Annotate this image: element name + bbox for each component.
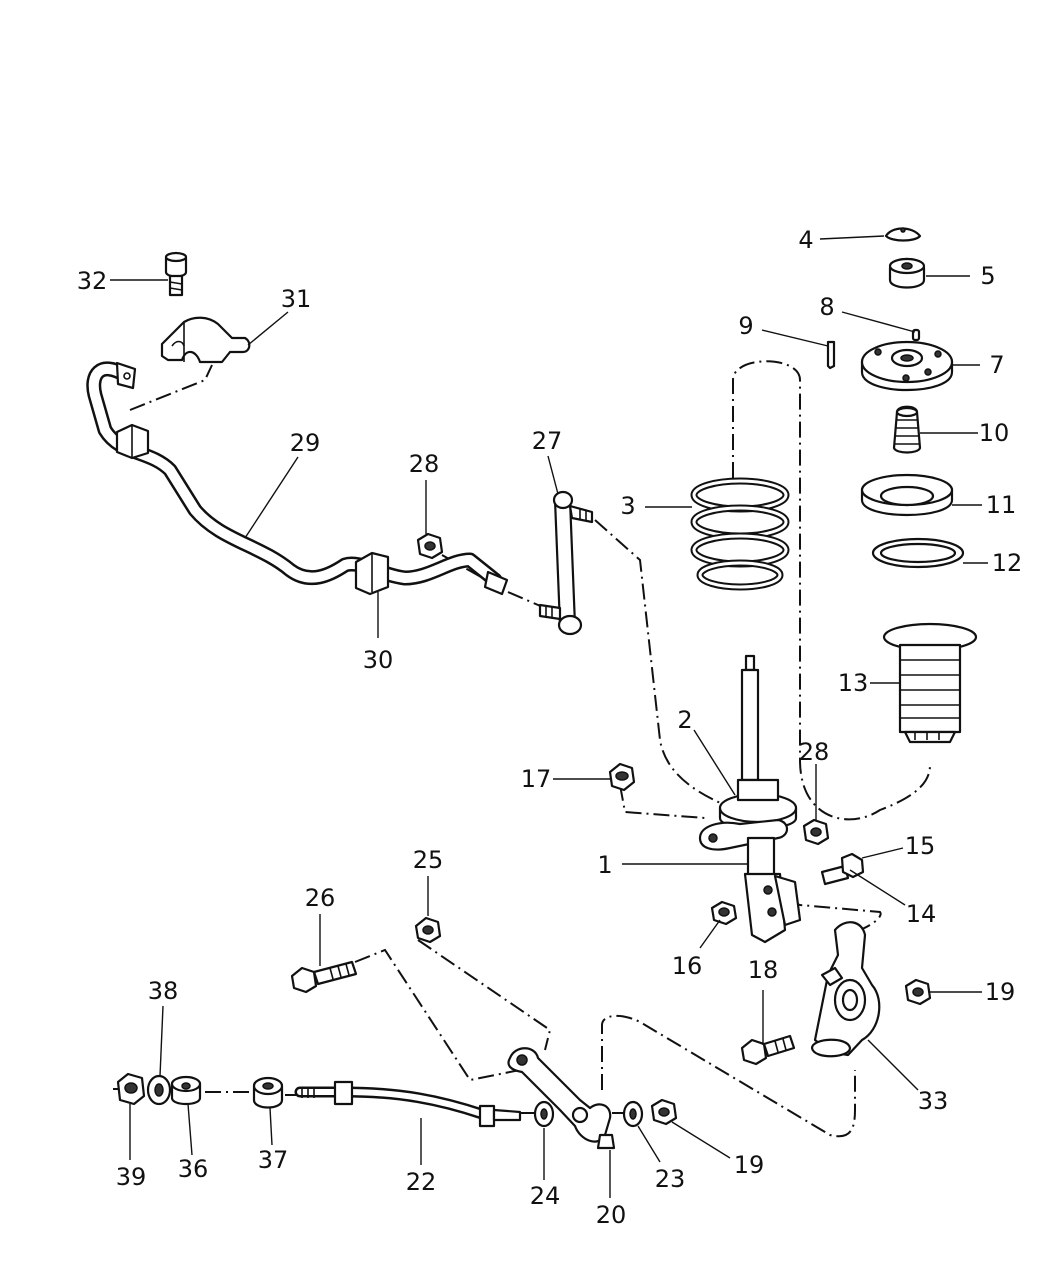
callout-8: 8 — [819, 293, 835, 321]
bushing-37 — [252, 1076, 284, 1109]
bolt-15 — [820, 852, 865, 886]
callout-28-strut: 28 — [798, 738, 830, 766]
callout-20: 20 — [595, 1201, 627, 1229]
callout-16: 16 — [671, 952, 703, 980]
callout-38: 38 — [147, 977, 179, 1005]
washer-24 — [533, 1100, 555, 1128]
callout-13: 13 — [837, 669, 869, 697]
callout-10: 10 — [978, 419, 1010, 447]
dust-boot-13 — [882, 622, 978, 744]
callout-24: 24 — [529, 1182, 561, 1210]
nut-28-left — [416, 532, 444, 560]
callout-23: 23 — [654, 1165, 686, 1193]
bolt-26 — [290, 960, 358, 994]
spring-seat-12 — [871, 537, 965, 569]
callout-29: 29 — [289, 429, 321, 457]
callout-17: 17 — [520, 765, 552, 793]
assembly-paths — [113, 360, 931, 1138]
bolt-18 — [740, 1034, 796, 1066]
cap-4 — [884, 227, 922, 242]
bushing-30 — [354, 551, 390, 596]
callout-25: 25 — [412, 846, 444, 874]
callout-4: 4 — [798, 226, 814, 254]
spring-isolator-11 — [860, 473, 954, 517]
callout-7: 7 — [989, 351, 1005, 379]
callout-36: 36 — [177, 1155, 209, 1183]
leader-lines — [110, 235, 988, 1198]
stabilizer-bar — [86, 361, 509, 596]
callout-28-link: 28 — [408, 450, 440, 478]
callout-11: 11 — [985, 491, 1017, 519]
callout-3: 3 — [620, 492, 636, 520]
callout-33: 33 — [917, 1087, 949, 1115]
nut-28-right — [802, 818, 830, 846]
nut-17 — [608, 762, 636, 792]
stabilizer-link-27 — [538, 490, 594, 636]
callout-22: 22 — [405, 1168, 437, 1196]
callout-18: 18 — [747, 956, 779, 984]
bushing-5 — [888, 257, 926, 289]
callout-12: 12 — [991, 549, 1023, 577]
bushing-36 — [170, 1075, 202, 1106]
callout-26: 26 — [304, 884, 336, 912]
callout-1: 1 — [597, 851, 613, 879]
callout-31: 31 — [280, 285, 312, 313]
washer-23 — [622, 1100, 644, 1128]
nut-39 — [116, 1072, 146, 1106]
strut-rod-22 — [294, 1080, 522, 1128]
callout-37: 37 — [257, 1146, 289, 1174]
washer-38 — [146, 1074, 172, 1106]
callout-32: 32 — [76, 267, 108, 295]
nut-19-knuckle — [904, 978, 932, 1006]
callout-14: 14 — [905, 900, 937, 928]
bushing-left — [115, 423, 150, 460]
pin-9 — [826, 340, 836, 370]
callout-19-arm: 19 — [733, 1151, 765, 1179]
strut-mount-7 — [860, 340, 954, 392]
coil-spring-3 — [690, 477, 790, 591]
callout-2: 2 — [677, 706, 693, 734]
callout-27: 27 — [531, 427, 563, 455]
callout-15: 15 — [904, 832, 936, 860]
bolt-32 — [164, 251, 188, 297]
callout-9: 9 — [738, 312, 754, 340]
callout-30: 30 — [362, 646, 394, 674]
nut-16 — [710, 900, 738, 926]
callout-5: 5 — [980, 262, 996, 290]
callout-39: 39 — [115, 1163, 147, 1191]
strut-assembly — [698, 654, 802, 944]
nut-19-arm — [650, 1098, 678, 1126]
jounce-bumper-10 — [892, 405, 922, 454]
clamp-31 — [160, 316, 251, 364]
lower-control-arm — [507, 1047, 616, 1150]
callout-19-knuckle: 19 — [984, 978, 1016, 1006]
nut-25 — [414, 916, 442, 944]
steering-knuckle-33 — [810, 921, 881, 1058]
